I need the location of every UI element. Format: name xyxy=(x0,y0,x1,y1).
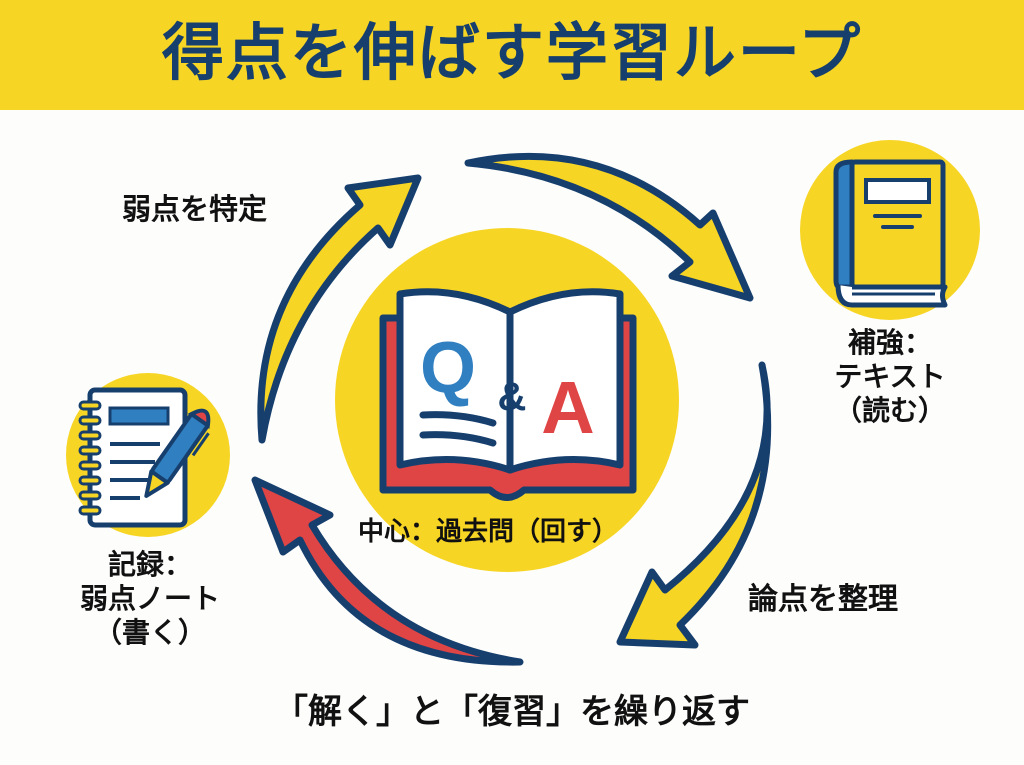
notebook-label: 記録： 弱点ノート （書く） xyxy=(50,548,250,650)
title-banner xyxy=(0,0,1024,110)
ampersand: & xyxy=(498,375,527,419)
notebook-label-line: 記録： xyxy=(107,548,192,581)
arrow-top xyxy=(464,152,754,302)
label-organize-points: 論点を整理 xyxy=(748,582,898,617)
arrow-return xyxy=(251,476,524,666)
notebook-label-line: （書く） xyxy=(93,616,206,650)
textbook-label-line: テキスト xyxy=(834,360,946,394)
footer-caption: 「解く」と「復習」を繰り返す xyxy=(274,692,750,732)
open-book-qa-icon: Q & A xyxy=(379,288,637,501)
a-letter: A xyxy=(541,366,594,449)
textbook-label-line: 補強： xyxy=(847,326,932,359)
closed-book-icon xyxy=(833,159,948,308)
notebook-pen-icon xyxy=(78,387,211,528)
arrow-organize-points xyxy=(616,361,772,649)
arrow-identify-weakness xyxy=(257,174,422,444)
textbook-label: 補強： テキスト （読む） xyxy=(800,326,980,428)
page-title: 得点を伸ばす学習ループ xyxy=(161,16,863,89)
notebook-label-line: 弱点ノート xyxy=(79,582,220,616)
center-label: 中心：過去問（回す） xyxy=(358,517,619,547)
label-identify-weakness: 弱点を特定 xyxy=(122,192,268,226)
q-letter: Q xyxy=(420,328,476,408)
textbook-label-line: （読む） xyxy=(833,394,946,428)
